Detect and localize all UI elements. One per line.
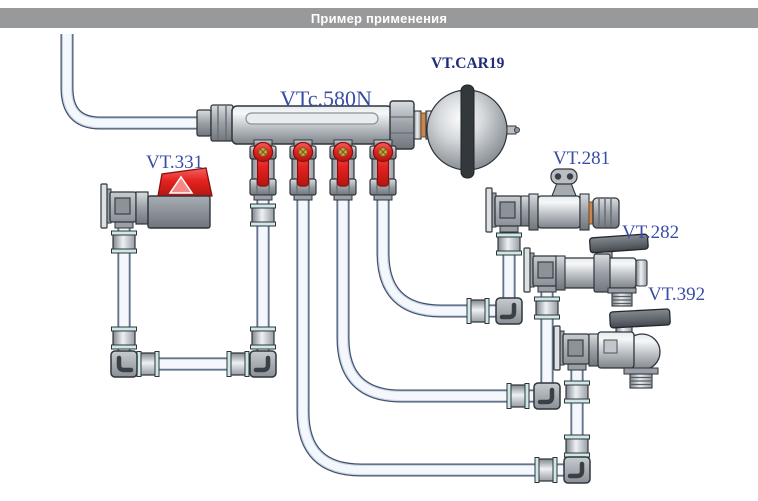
manifold-outlet-valves — [249, 139, 397, 201]
air-chamber-vtcar19 — [426, 84, 521, 179]
label-washing-machine-valve: VT.281 — [553, 148, 611, 169]
valve-vt392 — [553, 308, 671, 389]
valve-vt282 — [523, 233, 649, 307]
label-straight-valve: VT.282 — [622, 222, 680, 243]
section-header: Пример применения — [0, 8, 758, 28]
label-angle-valve: VT.392 — [648, 284, 706, 305]
label-manifold: VTc.580N — [280, 86, 372, 111]
ball-valve-vt331 — [100, 167, 213, 229]
manifold-vtc580n — [196, 100, 439, 201]
pipe-couplings — [110, 203, 591, 484]
label-air-chamber: VT.CAR19 — [431, 55, 505, 72]
section-title: Пример применения — [310, 10, 448, 26]
valve-vt281 — [485, 168, 620, 233]
label-ball-valve: VT.331 — [146, 152, 204, 173]
